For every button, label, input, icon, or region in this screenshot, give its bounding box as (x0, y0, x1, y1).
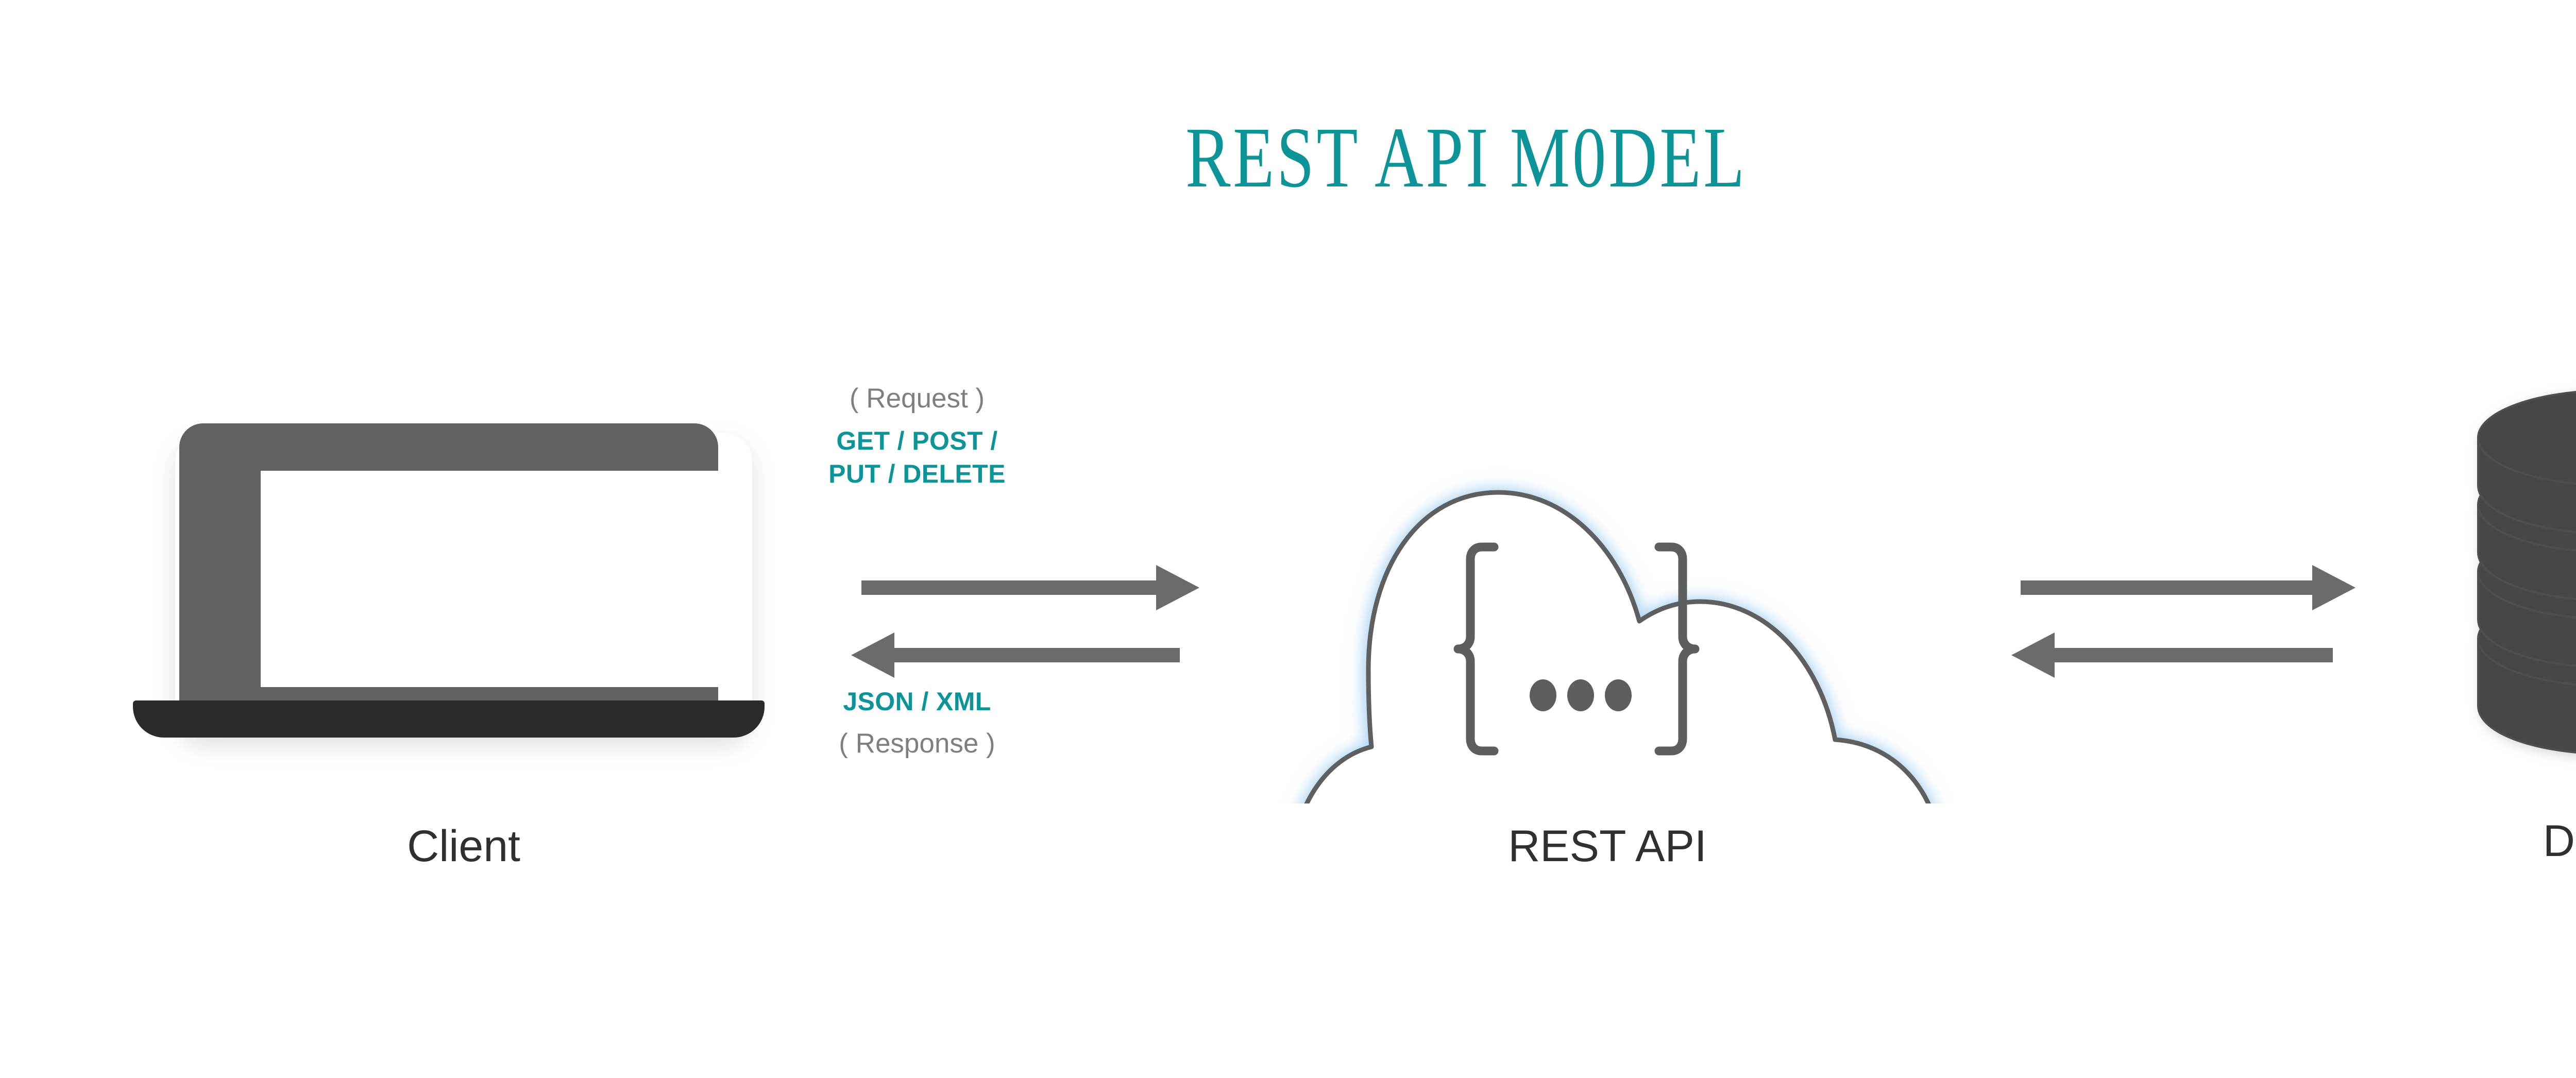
response-caption: ( Response ) (839, 728, 995, 759)
response-message-block: JSON / XML ( Response ) (788, 685, 1046, 761)
arrow-database-to-api (2011, 632, 2333, 678)
arrow-client-to-api (861, 565, 1199, 610)
arrow-api-to-client (851, 632, 1180, 678)
request-methods-line-2: PUT / DELETE (828, 459, 1006, 488)
laptop-screen (261, 471, 748, 687)
client-api-arrows (851, 565, 1199, 678)
laptop-base (133, 700, 765, 738)
arrow-api-to-database (2021, 565, 2355, 610)
page-title: REST API M0DEL (1185, 110, 1747, 206)
rest-api-label: REST API (1508, 822, 1707, 871)
database-cylinder-icon (2477, 391, 2576, 754)
response-formats: JSON / XML (843, 687, 991, 716)
request-methods-line-1: GET / POST / (836, 426, 998, 455)
request-caption: ( Request ) (849, 383, 985, 414)
api-database-arrows (2011, 565, 2355, 678)
client-node (124, 402, 804, 803)
json-braces-glyph (1453, 542, 1700, 756)
client-label: Client (407, 822, 520, 871)
request-message-block: ( Request ) GET / POST / PUT / DELETE (788, 381, 1046, 490)
laptop-icon (179, 423, 748, 718)
database-label: Database (2543, 816, 2576, 866)
database-node (2458, 381, 2576, 773)
ellipsis-dots (1530, 679, 1632, 711)
cloud-icon (1304, 490, 1931, 803)
rest-api-node (1262, 391, 1953, 803)
